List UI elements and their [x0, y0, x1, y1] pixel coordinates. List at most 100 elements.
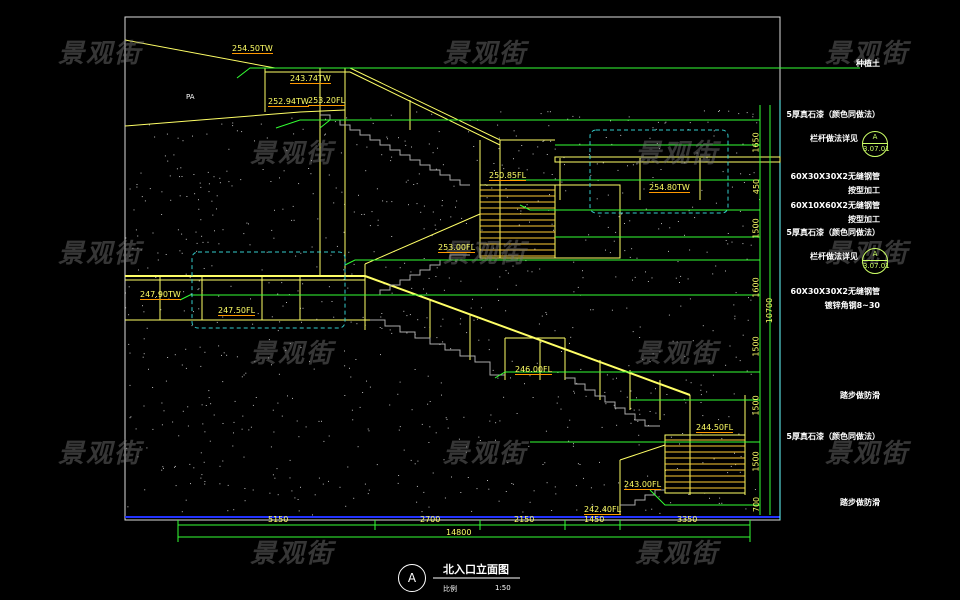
speckle-dot	[435, 276, 437, 277]
speckle-dot	[136, 184, 138, 185]
speckle-dot	[715, 265, 717, 267]
speckle-dot	[380, 316, 382, 318]
detail-reference[interactable]: A 3.07.01	[862, 131, 890, 157]
dimension: 2700	[420, 515, 441, 524]
speckle-dot	[645, 509, 647, 511]
speckle-dot	[542, 464, 544, 465]
speckle-dot	[652, 127, 654, 129]
speckle-dot	[443, 289, 445, 291]
speckle-dot	[368, 489, 370, 491]
material-note: 按型加工	[848, 186, 880, 195]
speckle-dot	[399, 267, 401, 269]
speckle-dot	[444, 497, 446, 499]
speckle-dot	[621, 213, 623, 215]
speckle-dot	[181, 511, 183, 513]
speckle-dot	[734, 452, 735, 454]
speckle-dot	[752, 412, 754, 414]
speckle-dot	[196, 242, 198, 244]
dimension: 1500	[751, 336, 761, 357]
speckle-dot	[553, 229, 554, 231]
speckle-dot	[746, 258, 748, 260]
speckle-dot	[325, 118, 326, 120]
speckle-dot	[283, 170, 285, 172]
speckle-dot	[492, 369, 494, 371]
speckle-dot	[432, 472, 434, 474]
speckle-dot	[406, 332, 408, 334]
speckle-dot	[478, 436, 480, 438]
speckle-dot	[421, 423, 423, 425]
speckle-dot	[658, 496, 660, 498]
speckle-dot	[368, 430, 370, 432]
material-note: 60X10X60X2无缝钢管	[790, 201, 880, 210]
speckle-dot	[309, 360, 310, 362]
speckle-dot	[135, 229, 137, 231]
speckle-dot	[546, 154, 548, 155]
elevation-label: 244.50FL	[696, 423, 734, 433]
speckle-dot	[638, 444, 640, 446]
speckle-dot	[418, 173, 420, 175]
speckle-dot	[524, 383, 525, 385]
leader-lines	[177, 67, 860, 542]
speckle-dot	[729, 345, 731, 347]
speckle-dot	[490, 414, 492, 416]
speckle-dot	[601, 426, 603, 428]
speckle-dot	[486, 197, 488, 199]
speckle-dot	[499, 276, 501, 278]
speckle-dot	[688, 493, 690, 495]
speckle-dot	[689, 122, 691, 124]
speckle-dot	[172, 421, 174, 423]
speckle-dot	[389, 404, 391, 406]
speckle-dot	[611, 143, 613, 145]
speckle-dot	[204, 483, 206, 485]
speckle-dot	[728, 110, 730, 112]
speckle-dot	[222, 460, 224, 462]
speckle-dot	[715, 202, 717, 204]
speckle-dot	[466, 446, 468, 448]
speckle-dot	[574, 392, 575, 394]
speckle-dot	[208, 183, 210, 185]
speckle-dot	[129, 417, 131, 419]
speckle-dot	[718, 419, 720, 421]
speckle-dot	[489, 420, 491, 422]
speckle-dot	[713, 135, 715, 137]
speckle-dot	[572, 445, 574, 447]
speckle-dot	[218, 295, 220, 297]
speckle-dot	[351, 409, 353, 411]
speckle-dot	[163, 467, 164, 469]
speckle-dot	[742, 243, 744, 245]
speckle-dot	[521, 145, 523, 146]
speckle-dot	[421, 511, 423, 513]
speckle-dot	[347, 466, 349, 468]
speckle-dot	[713, 458, 715, 460]
speckle-dot	[526, 204, 528, 206]
speckle-dot	[647, 281, 649, 282]
speckle-dot	[505, 310, 507, 312]
detail-callouts	[191, 129, 729, 329]
speckle-dot	[434, 224, 436, 226]
drawing-bubble: A	[398, 564, 426, 592]
speckle-dot	[273, 237, 275, 239]
speckle-dot	[690, 382, 692, 384]
detail-reference[interactable]: A 3.07.01	[862, 248, 890, 274]
speckle-dot	[411, 287, 413, 289]
speckle-dot	[202, 241, 204, 243]
speckle-dot	[541, 315, 543, 317]
speckle-dot	[222, 316, 224, 318]
speckle-dot	[460, 492, 462, 493]
speckle-dot	[736, 152, 738, 154]
speckle-dot	[147, 267, 149, 269]
speckle-dot	[546, 313, 548, 315]
speckle-dot	[579, 143, 581, 145]
speckle-dot	[543, 172, 545, 174]
speckle-dot	[300, 486, 301, 488]
speckle-dot	[345, 505, 347, 507]
speckle-dot	[528, 445, 530, 447]
watermark: 景观街	[443, 39, 528, 69]
speckle-dot	[359, 406, 361, 408]
elevation-label: 246.00FL	[515, 365, 553, 375]
speckle-dot	[750, 373, 752, 375]
speckle-dot	[536, 362, 538, 364]
speckle-dot	[254, 140, 255, 142]
speckle-dot	[495, 422, 497, 424]
